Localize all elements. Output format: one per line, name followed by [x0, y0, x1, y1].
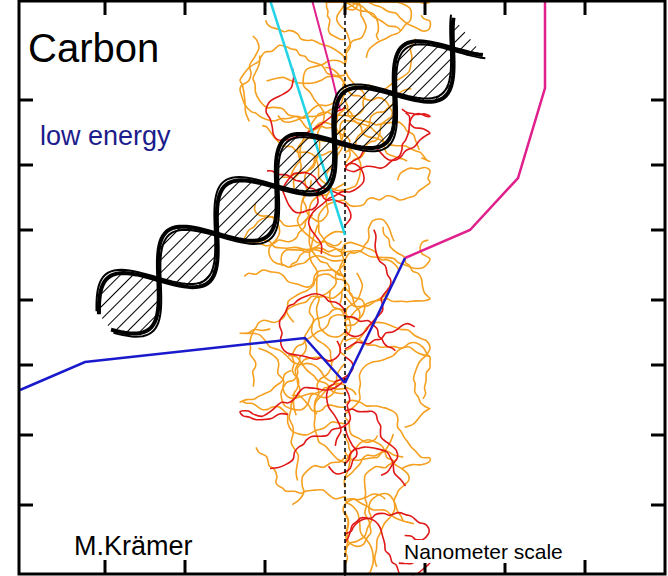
- delta-electron-track: [345, 316, 395, 350]
- tick: [19, 364, 33, 367]
- element-label: Carbon: [28, 26, 159, 70]
- tick: [651, 434, 665, 437]
- delta-electron-track: [345, 409, 398, 475]
- delta-electron-track: [345, 499, 414, 524]
- delta-electron-track: [329, 425, 357, 474]
- tick: [104, 560, 107, 574]
- tick: [19, 229, 33, 232]
- tick: [651, 164, 665, 167]
- author-label: M.Krämer: [74, 532, 193, 562]
- delta-electron-track: [240, 378, 345, 420]
- tick: [104, 1, 107, 15]
- tick: [344, 560, 347, 574]
- delta-electron-track: [244, 270, 345, 287]
- tick: [184, 1, 187, 15]
- delta-electron-track: [343, 434, 351, 488]
- delta-electron-track: [344, 219, 394, 272]
- tick: [584, 1, 587, 15]
- blue-track: [345, 258, 405, 383]
- tick: [264, 560, 267, 574]
- scale-label: Nanometer scale: [404, 540, 563, 563]
- dna-strand: [111, 41, 483, 333]
- tick: [651, 99, 665, 102]
- axis-ticks: [19, 1, 665, 574]
- tick: [19, 99, 33, 102]
- delta-electron-track: [270, 387, 350, 468]
- delta-electron-track: [292, 457, 345, 504]
- tick: [19, 434, 33, 437]
- delta-electron-track: [345, 324, 415, 349]
- tick: [651, 299, 665, 302]
- tick: [651, 229, 665, 232]
- delta-electron-track: [345, 460, 396, 546]
- tick: [19, 164, 33, 167]
- tick: [504, 1, 507, 15]
- delta-electron-track: [318, 200, 430, 268]
- tick: [424, 1, 427, 15]
- delta-electron-track: [327, 357, 354, 446]
- tick: [651, 504, 665, 507]
- delta-electron-track: [240, 36, 345, 121]
- energy-label: low energy: [40, 122, 171, 152]
- plot-frame: [19, 1, 665, 574]
- tick: [651, 364, 665, 367]
- blue-track: [20, 338, 345, 390]
- delta-electron-track: [292, 395, 345, 411]
- delta-electron-track: [292, 315, 345, 416]
- tick: [264, 1, 267, 15]
- tick: [584, 560, 587, 574]
- delta-electron-track: [256, 447, 345, 499]
- delta-electron-track: [343, 494, 385, 554]
- tick: [184, 560, 187, 574]
- tick: [19, 299, 33, 302]
- tick: [19, 504, 33, 507]
- magenta-track: [405, 0, 545, 258]
- tick: [344, 1, 347, 15]
- delta-electron-track: [345, 447, 406, 486]
- delta-electron-track: [345, 513, 429, 540]
- delta-electron-track: [279, 294, 345, 361]
- magenta-track: [312, 0, 340, 110]
